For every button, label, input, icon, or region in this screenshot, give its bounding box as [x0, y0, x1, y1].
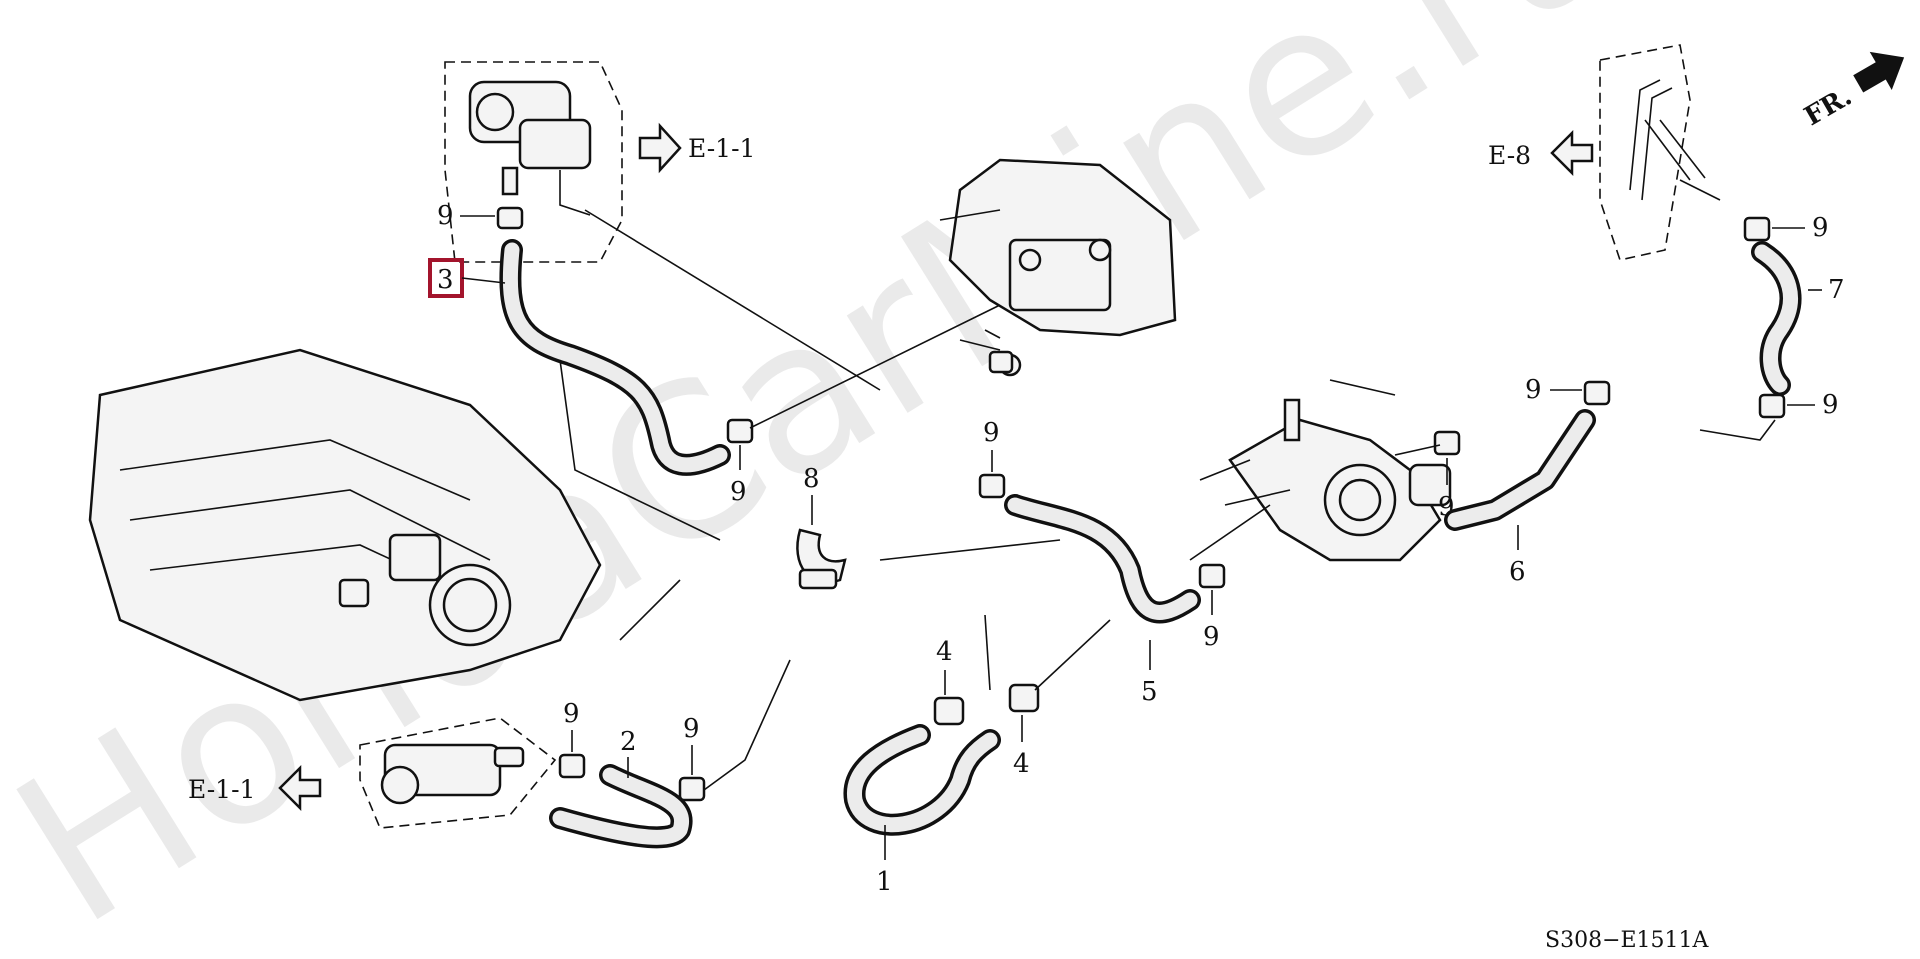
callout-9h-label: 9 — [1525, 375, 1542, 405]
callout-3-label: 3 — [437, 265, 454, 295]
hose-3[interactable] — [499, 239, 731, 476]
hose-1[interactable] — [843, 724, 1001, 836]
callout-8-label: 8 — [803, 464, 820, 494]
ref-arrow-e8[interactable]: E-8 — [1488, 129, 1594, 177]
clamp-4b[interactable]: 4 — [1008, 683, 1040, 779]
callout-9c-label: 9 — [563, 699, 580, 729]
callout-9a-label: 9 — [437, 201, 454, 231]
clamp-9-h[interactable]: 9 — [1525, 375, 1611, 406]
clamp-9-e[interactable]: 9 — [978, 418, 1006, 499]
throttle-bracket — [939, 158, 1177, 377]
hose-2[interactable] — [549, 764, 693, 849]
clamp-9-b[interactable]: 9 — [726, 418, 754, 507]
ref-arrow-e11-top[interactable]: E-1-1 — [638, 122, 755, 174]
hose-5[interactable] — [1004, 494, 1201, 624]
callout-1-label: 1 — [876, 867, 893, 897]
iac-valve-top[interactable] — [444, 61, 623, 263]
ref-arrow-e11-bottom[interactable]: E-1-1 — [188, 764, 322, 812]
clamp-9-g[interactable]: 9 — [1433, 430, 1461, 522]
callout-9f-label: 9 — [1203, 622, 1220, 652]
callout-7-label: 7 — [1828, 275, 1845, 305]
callout-6-label: 6 — [1509, 557, 1526, 587]
iac-valve-bottom[interactable] — [359, 717, 557, 829]
ref-label-e11-bottom: E-1-1 — [188, 775, 255, 804]
drawing-code: S308−E1511A — [1545, 928, 1710, 953]
clamp-9-k[interactable] — [988, 350, 1014, 374]
thermostat-housing — [1199, 379, 1452, 562]
ref-label-e8: E-8 — [1488, 141, 1531, 170]
callout-9e-label: 9 — [983, 418, 1000, 448]
clamp-9-d[interactable]: 9 — [678, 714, 706, 802]
ref-label-e11-top: E-1-1 — [688, 134, 755, 163]
hose-7[interactable] — [1751, 241, 1802, 396]
front-indicator: FR. — [1800, 51, 1905, 133]
clamp-9-i[interactable]: 9 — [1743, 213, 1829, 243]
callout-9g-label: 9 — [1438, 492, 1455, 522]
callout-9i-label: 9 — [1812, 213, 1829, 243]
clamp-9-a[interactable]: 9 — [437, 201, 524, 231]
callout-9d-label: 9 — [683, 714, 700, 744]
clamp-9-c[interactable]: 9 — [558, 699, 586, 779]
intake-manifold — [88, 348, 602, 702]
callout-9b-label: 9 — [730, 477, 747, 507]
callout-2-label: 2 — [620, 727, 637, 757]
clamp-4a[interactable]: 4 — [933, 637, 965, 726]
callout-4b-label: 4 — [1013, 749, 1030, 779]
clamp-9-j[interactable]: 9 — [1758, 390, 1839, 420]
callout-4a-label: 4 — [936, 637, 953, 667]
callout-5-label: 5 — [1141, 677, 1158, 707]
clamp-9-f[interactable]: 9 — [1198, 563, 1226, 652]
hose-6[interactable] — [1444, 409, 1596, 531]
water-pipe-top-right[interactable] — [1599, 44, 1706, 261]
clip-8[interactable]: 8 — [796, 464, 847, 590]
callout-9j-label: 9 — [1822, 390, 1839, 420]
callout-3[interactable]: 3 — [428, 258, 506, 298]
front-indicator-label: FR. — [1800, 82, 1858, 133]
